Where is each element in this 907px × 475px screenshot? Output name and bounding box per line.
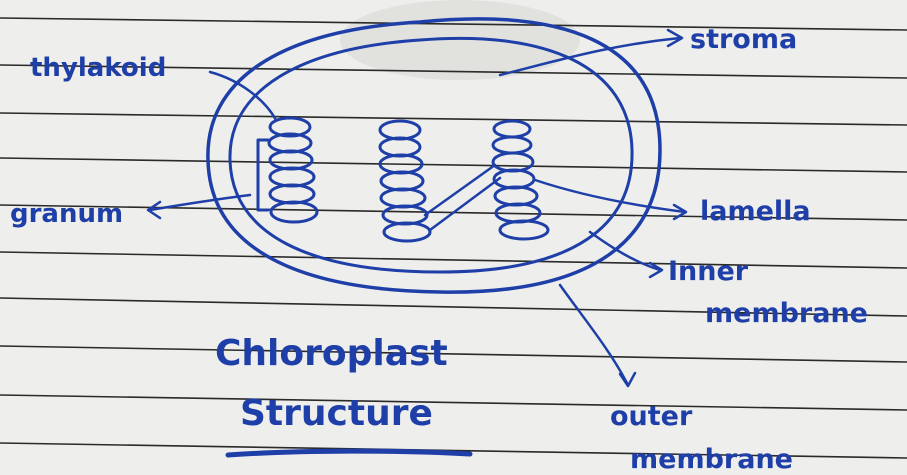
- title-line2: Structure: [240, 393, 433, 434]
- paper-smudge: [340, 0, 580, 80]
- label-thylakoid: thylakoid: [30, 53, 166, 83]
- label-inner-membrane-line1: Inner: [668, 256, 749, 287]
- label-lamella: lamella: [700, 196, 811, 227]
- title-line1: Chloroplast: [215, 333, 448, 374]
- label-outer-membrane-line1: outer: [610, 401, 693, 432]
- label-outer-membrane-line2: membrane: [630, 444, 793, 475]
- label-inner-membrane-line2: membrane: [705, 298, 868, 329]
- label-stroma: stroma: [690, 24, 797, 55]
- label-granum: granum: [10, 199, 123, 229]
